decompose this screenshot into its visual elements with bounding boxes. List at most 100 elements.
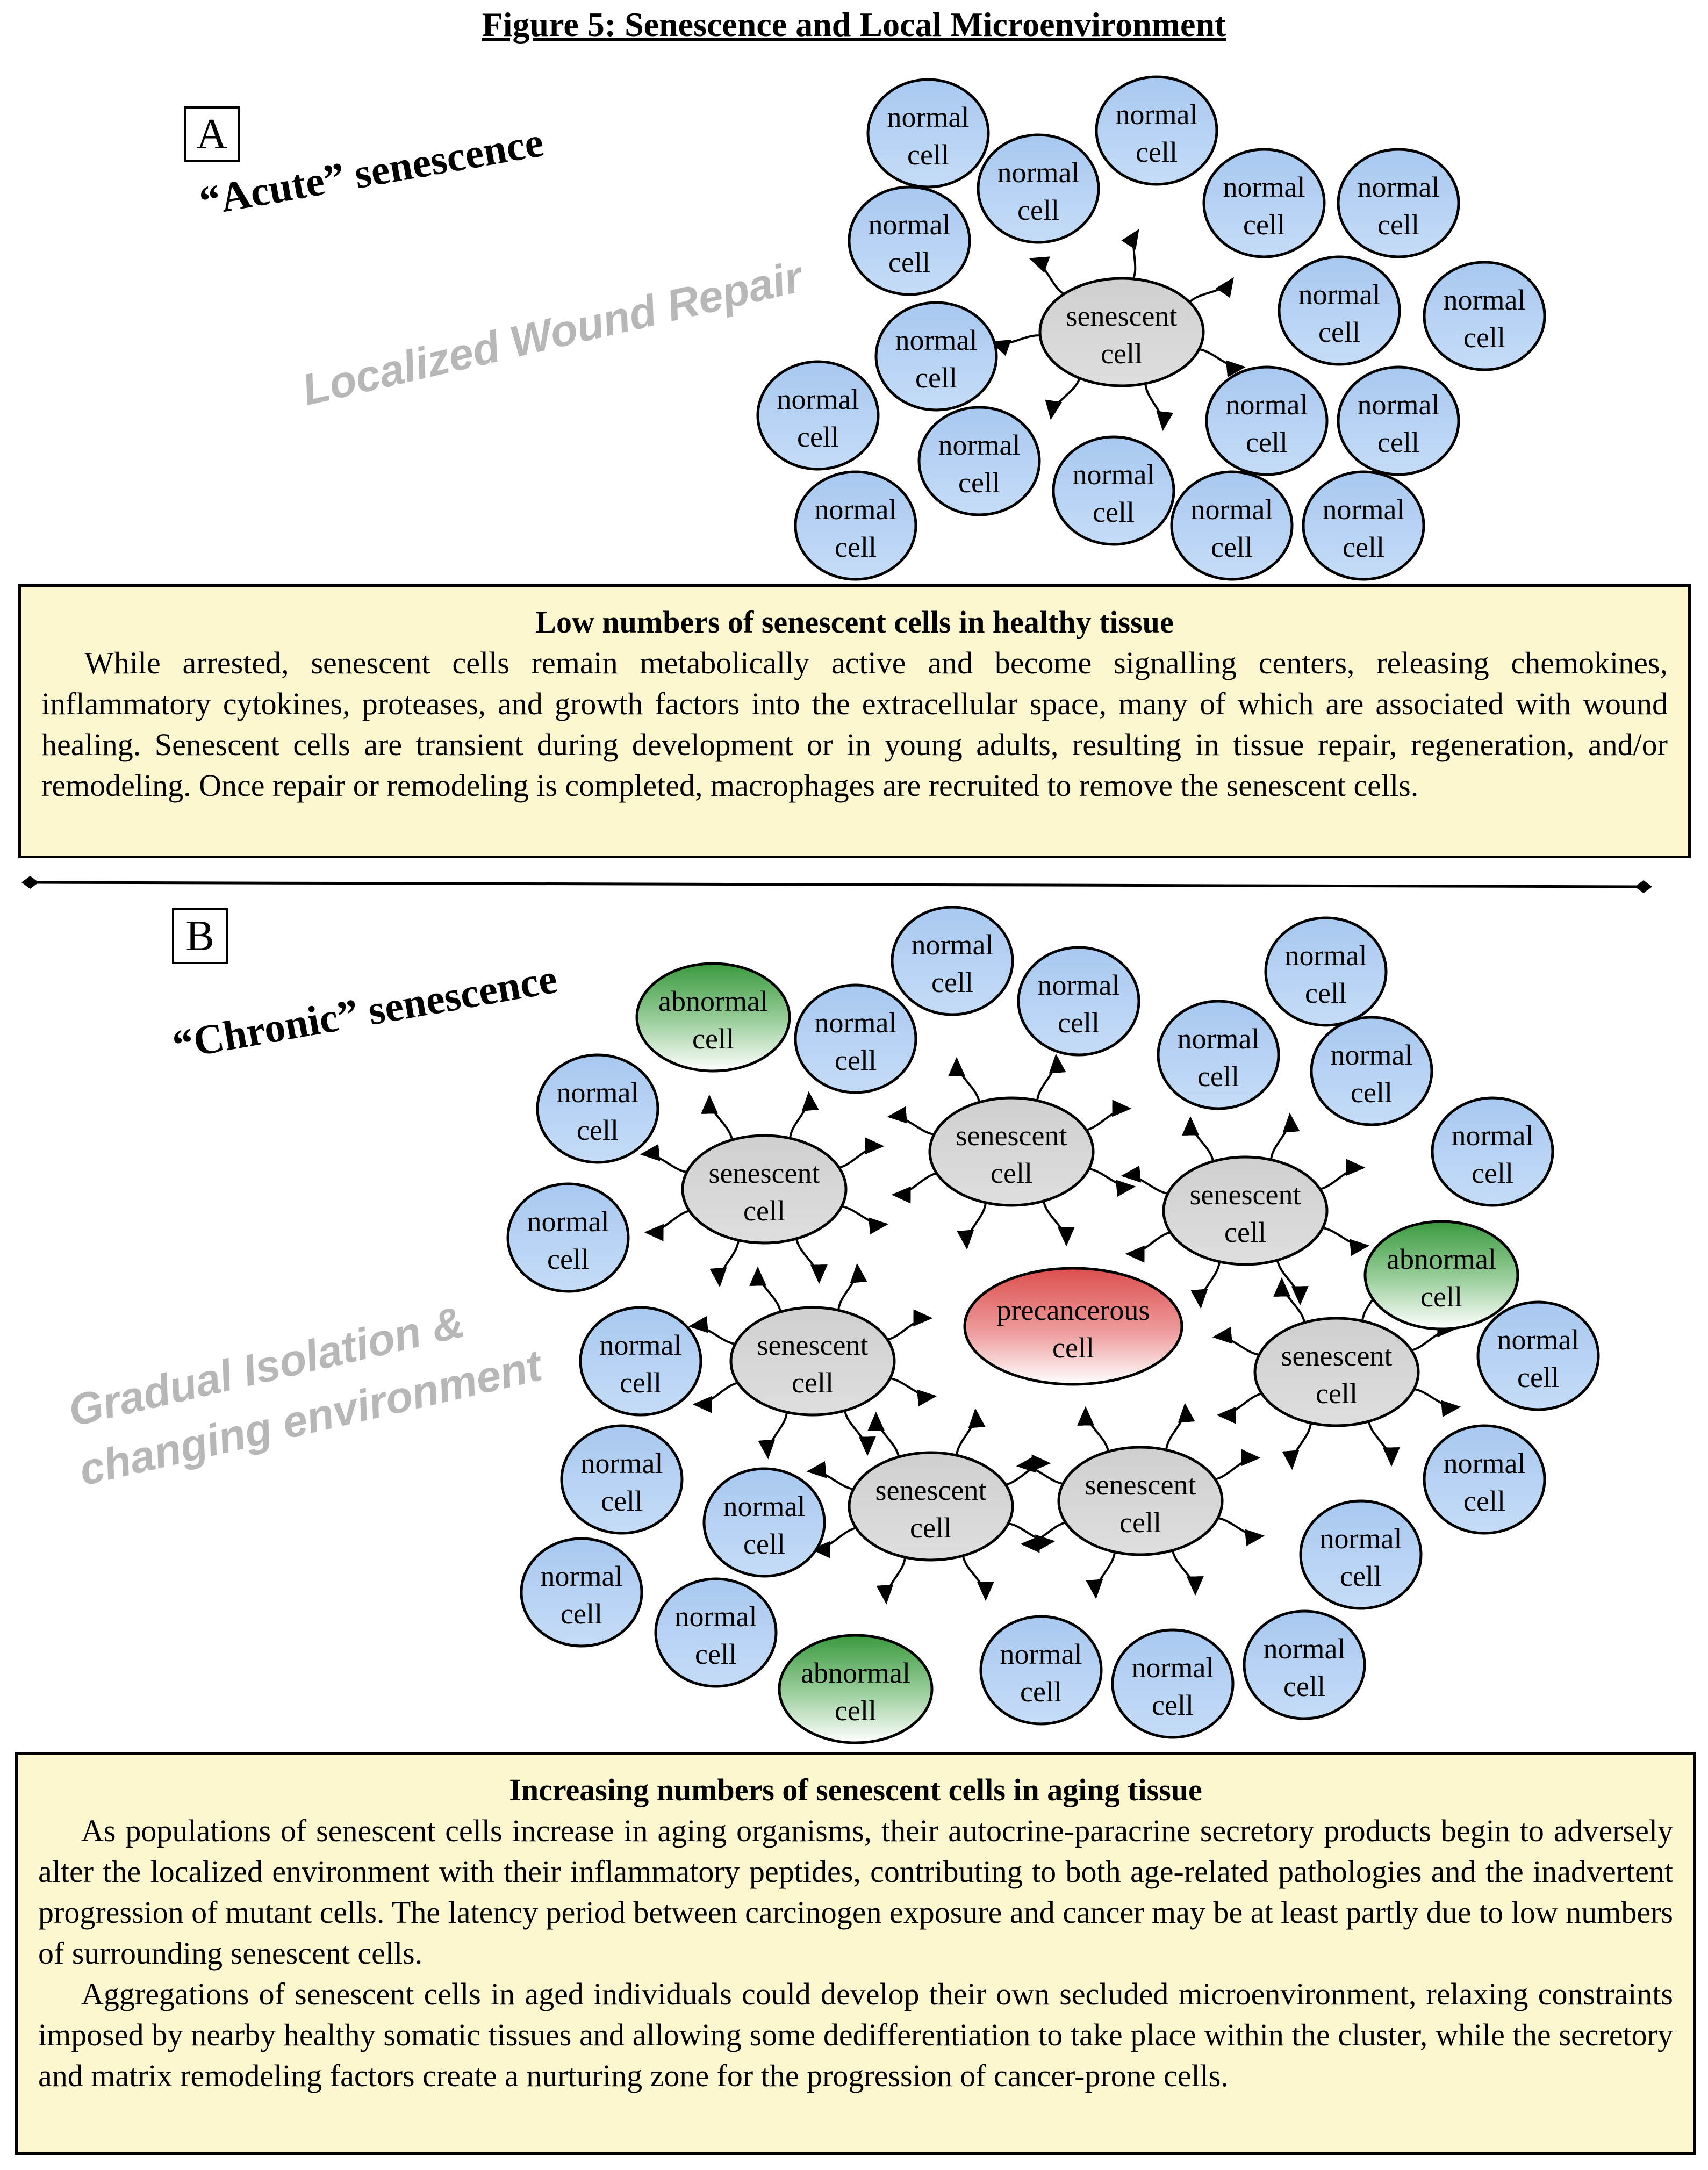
normal-cell-label: cell	[1093, 496, 1135, 528]
secretion-arrow	[788, 1091, 819, 1143]
secretion-arrow	[1082, 1167, 1136, 1197]
normal-cell-label: normal	[541, 1560, 623, 1592]
senescent-cell: senescent cell	[729, 1306, 896, 1417]
senescent-cell-label: senescent	[709, 1157, 820, 1189]
senescent-cell-shape	[729, 1306, 896, 1417]
secretion-arrow	[883, 1377, 937, 1407]
secretion-arrow	[1211, 1517, 1265, 1547]
secretion-arrow	[1171, 1546, 1204, 1596]
secretion-arrow	[990, 334, 1047, 356]
panel-a-textbox: Low numbers of senescent cells in health…	[18, 584, 1691, 858]
normal-cell-label: cell	[1463, 1485, 1505, 1517]
panel-b-box-title: Increasing numbers of senescent cells in…	[509, 1772, 1202, 1807]
senescent-cell: senescent cell	[681, 1134, 848, 1245]
normal-cell-label: cell	[743, 1528, 785, 1560]
normal-cell-label: cell	[1246, 426, 1288, 458]
senescent-cell-label: cell	[792, 1367, 834, 1399]
senescent-cell-label: senescent	[956, 1119, 1067, 1152]
normal-cell-label: normal	[1264, 1633, 1346, 1665]
senescent-cell-label: cell	[1316, 1377, 1358, 1410]
normal-cell-label: normal	[581, 1447, 663, 1479]
normal-cell-label: normal	[1073, 458, 1155, 491]
normal-cell-shape	[1170, 470, 1294, 581]
normal-cell-shape	[874, 301, 998, 412]
senescent-cell-label: senescent	[1085, 1469, 1196, 1501]
divider-left-diamond	[21, 876, 39, 889]
secretion-arrow	[867, 1411, 901, 1462]
senescent-cell-label: cell	[743, 1195, 785, 1227]
normal-cell-label: cell	[620, 1367, 662, 1399]
secretion-arrow	[701, 1094, 734, 1145]
panel-b-box-paragraph-1: As populations of senescent cells increa…	[38, 1813, 1673, 1971]
abnormal-cell-shape	[1363, 1220, 1519, 1331]
senescent-cell-shape	[681, 1134, 848, 1245]
secretion-arrow	[1316, 1226, 1370, 1256]
secretion-arrow	[1282, 1418, 1312, 1470]
normal-cell-label: cell	[1318, 316, 1360, 348]
secretion-arrow	[1125, 1230, 1178, 1263]
normal-cell-label: cell	[1136, 136, 1178, 168]
senescent-cell-label: cell	[910, 1512, 952, 1544]
senescent-cell: senescent cell	[1057, 1446, 1224, 1556]
normal-cell-label: cell	[915, 362, 957, 394]
secretion-arrow	[1086, 1547, 1116, 1599]
normal-cell-label: normal	[1320, 1522, 1402, 1555]
normal-cell-label: cell	[1197, 1060, 1239, 1093]
secretion-arrow	[1016, 1455, 1070, 1485]
senescent-cell-label: senescent	[757, 1329, 869, 1361]
secretion-arrow	[843, 1406, 876, 1456]
normal-cell-label: normal	[1178, 1023, 1260, 1055]
senescent-cell-label: cell	[1224, 1216, 1266, 1248]
senescent-cell-label: senescent	[875, 1474, 987, 1506]
normal-cell-shape	[1017, 946, 1140, 1057]
normal-cell-label: cell	[1243, 209, 1285, 241]
senescent-cell-shape	[1162, 1155, 1329, 1266]
senescent-cell-label: cell	[1119, 1506, 1161, 1539]
secretion-arrow	[1036, 1053, 1066, 1105]
senescent-cell-label: senescent	[1066, 300, 1178, 332]
secretion-arrow	[749, 1266, 783, 1317]
precancerous-cell-label: precancerous	[997, 1294, 1150, 1326]
normal-cell-shape	[536, 1053, 659, 1164]
secretion-arrow	[1404, 1320, 1457, 1353]
normal-cell-shape	[794, 470, 917, 581]
normal-cell-shape	[1476, 1300, 1600, 1411]
secretion-arrow	[1269, 1112, 1300, 1165]
normal-cell-label: normal	[1358, 389, 1440, 421]
secretion-arrow	[1407, 1388, 1461, 1418]
normal-cell-label: cell	[1343, 531, 1384, 563]
secretion-arrow	[1121, 229, 1139, 284]
senescent-cell-shape	[848, 1451, 1014, 1562]
normal-cell-label: normal	[1444, 284, 1526, 316]
secretion-arrow	[1216, 1391, 1269, 1424]
secretion-arrow	[1212, 1326, 1266, 1356]
secretion-arrow	[1165, 1403, 1195, 1455]
panel-b-box-paragraph-2: Aggregations of senescent cells in aged …	[38, 1977, 1673, 2093]
normal-cell-shape	[1157, 1000, 1280, 1110]
normal-cell-shape	[1337, 365, 1460, 476]
precancerous-cell-shape	[963, 1267, 1183, 1386]
normal-cell-shape	[1431, 1096, 1554, 1207]
senescent-cell-shape	[1057, 1446, 1224, 1556]
normal-cell-shape	[1095, 75, 1218, 186]
normal-cell-shape	[979, 1615, 1103, 1726]
senescent-cell-shape	[928, 1096, 1095, 1207]
normal-cell-label: normal	[1497, 1324, 1580, 1356]
normal-cell-label: normal	[723, 1490, 806, 1522]
